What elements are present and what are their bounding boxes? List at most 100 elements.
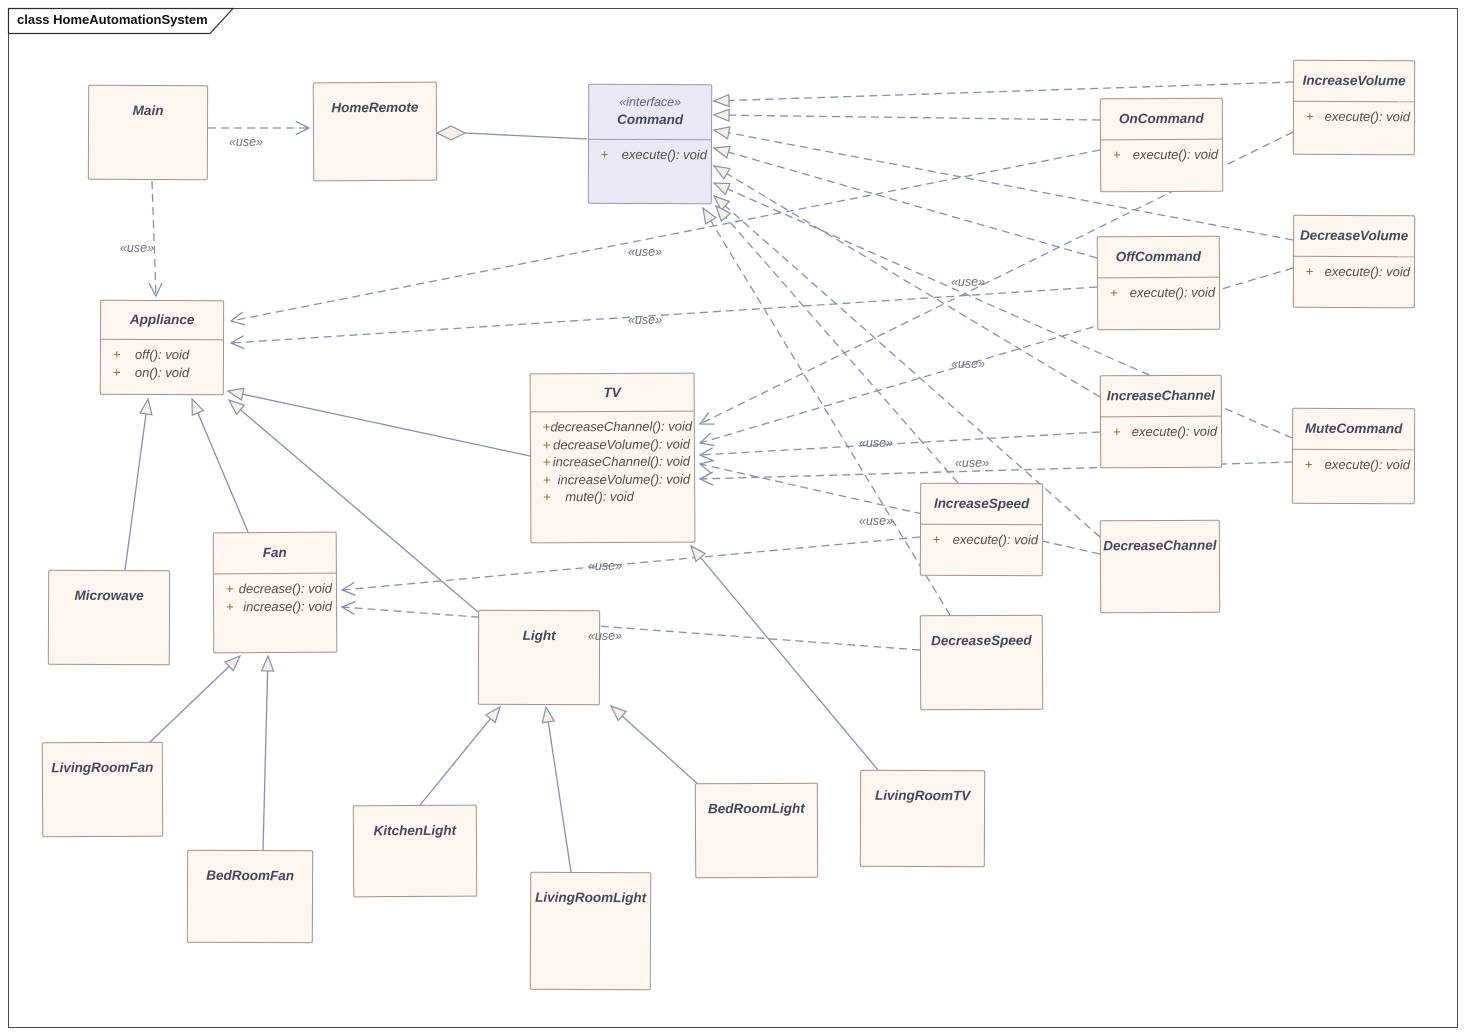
method-visibility: + <box>112 346 121 362</box>
class-light[interactable]: Light <box>477 609 601 706</box>
class-name: TV <box>603 384 621 400</box>
method-visibility: + <box>1113 147 1121 163</box>
method-visibility: + <box>543 489 551 505</box>
class-command[interactable]: «interface»Command+execute(): void <box>587 83 713 205</box>
method: + increaseVolume(): void <box>543 470 690 488</box>
class-mute-command[interactable]: MuteCommand+execute(): void <box>1291 407 1416 505</box>
method-visibility: + <box>543 471 551 487</box>
dependency-on-command-appliance-connector <box>229 149 1101 326</box>
methods-compartment: + execute(): void <box>920 523 1043 549</box>
method: +decrease(): void <box>226 580 332 598</box>
method-signature: execute(): void <box>952 531 1038 548</box>
class-header: BedRoomFan <box>188 851 312 886</box>
class-header: LivingRoomFan <box>43 743 162 778</box>
method-visibility: + <box>1305 263 1314 279</box>
generalization-microwave-appliance-connector <box>124 399 148 571</box>
realization-on-command-command-connector <box>714 115 1101 120</box>
class-name: OnCommand <box>1118 110 1204 127</box>
realization-increase-speed-command-connector <box>716 206 959 484</box>
realization-increase-channel-command-connector <box>714 166 1101 398</box>
class-bed-room-fan[interactable]: BedRoomFan <box>186 849 314 944</box>
class-name: IncreaseSpeed <box>933 496 1030 512</box>
class-header: DecreaseVolume <box>1294 216 1414 257</box>
class-header: OnCommand <box>1101 99 1222 140</box>
class-living-room-fan[interactable]: LivingRoomFan <box>41 741 164 838</box>
method: +increaseChannel(): void <box>543 453 690 471</box>
class-appliance[interactable]: Appliance +off(): void+on(): void <box>99 299 225 396</box>
method-signature: increaseVolume(): void <box>557 471 691 487</box>
aggregation-diamond-icon <box>435 125 467 141</box>
method-signature: decreaseChannel(): void <box>550 418 693 435</box>
class-living-room-tv[interactable]: LivingRoomTV <box>859 769 986 868</box>
class-name: Main <box>132 102 164 119</box>
methods-compartment: +off(): void+on(): void <box>100 338 224 382</box>
class-home-remote[interactable]: HomeRemote <box>312 81 438 182</box>
class-decrease-volume[interactable]: DecreaseVolume +execute(): void <box>1292 214 1416 309</box>
method: +on(): void <box>113 363 219 381</box>
class-fan[interactable]: Fan +decrease(): void+ increase(): void <box>212 531 338 654</box>
generalization-bed-room-light-light-connector <box>611 706 701 787</box>
frame-title-tab <box>7 7 235 35</box>
realization-decrease-speed-command-connector <box>703 208 951 616</box>
methods-compartment: +execute(): void <box>1100 138 1223 164</box>
class-name: DecreaseSpeed <box>931 632 1032 649</box>
method: +execute(): void <box>1306 108 1410 126</box>
methods-compartment: +execute(): void <box>1097 276 1220 302</box>
class-kitchen-light[interactable]: KitchenLight <box>352 804 478 898</box>
class-decrease-speed[interactable]: DecreaseSpeed <box>919 614 1044 711</box>
class-name: Microwave <box>74 587 144 604</box>
generalization-living-room-tv-tv-connector <box>691 546 879 771</box>
class-header: Fan <box>214 533 336 574</box>
class-decrease-channel[interactable]: DecreaseChannel <box>1099 519 1221 614</box>
dependency-main-appliance-connector <box>148 180 163 298</box>
dependency-increase-speed-fan-connector <box>340 536 921 596</box>
method-signature: increase(): void <box>243 598 333 614</box>
method: +execute(): void <box>1113 423 1217 441</box>
method-visibility: + <box>542 419 551 435</box>
interface-stereotype: «interface» <box>619 95 682 110</box>
methods-compartment: +execute(): void <box>1293 100 1415 126</box>
generalization-kitchen-light-light-connector <box>419 707 500 806</box>
class-living-room-light[interactable]: LivingRoomLight <box>529 871 652 991</box>
frame-border <box>8 8 1458 1028</box>
class-header: BedRoomLight <box>696 784 817 819</box>
class-header: DecreaseSpeed <box>921 616 1042 651</box>
method-visibility: + <box>932 531 941 547</box>
methods-compartment: +execute(): void <box>1293 255 1415 281</box>
method: +execute(): void <box>1113 146 1218 164</box>
class-increase-speed[interactable]: IncreaseSpeed + execute(): void <box>919 482 1044 577</box>
generalization-bed-room-fan-fan-connector <box>263 656 268 851</box>
class-name: LivingRoomFan <box>51 759 154 776</box>
method-signature: decrease(): void <box>238 580 333 597</box>
generalization-fan-appliance-connector <box>192 399 249 533</box>
method-visibility: + <box>112 364 121 380</box>
method-visibility: + <box>226 598 234 614</box>
class-header: IncreaseVolume <box>1294 61 1414 102</box>
class-header: HomeRemote <box>314 83 436 118</box>
method-signature: mute(): void <box>565 488 634 505</box>
class-header: MuteCommand <box>1293 409 1414 450</box>
method-visibility: + <box>1110 285 1118 301</box>
aggregation-home-remote-command-connector <box>464 132 588 140</box>
class-increase-volume[interactable]: IncreaseVolume +execute(): void <box>1292 59 1416 156</box>
class-header: Light <box>479 611 599 646</box>
realization-increase-volume-command-connector <box>714 81 1294 101</box>
class-bed-room-light[interactable]: BedRoomLight <box>694 782 819 879</box>
class-name: OffCommand <box>1115 248 1202 265</box>
method: + increase(): void <box>226 597 332 615</box>
class-main[interactable]: Main <box>87 84 209 181</box>
method: +execute(): void <box>1306 263 1410 281</box>
class-off-command[interactable]: OffCommand +execute(): void <box>1096 235 1221 331</box>
method-signature: execute(): void <box>621 146 707 163</box>
methods-compartment: +execute(): void <box>1292 448 1415 474</box>
class-on-command[interactable]: OnCommand +execute(): void <box>1099 97 1224 193</box>
method-signature: decreaseVolume(): void <box>553 436 690 452</box>
class-name: Appliance <box>129 312 195 328</box>
method-signature: execute(): void <box>1324 108 1410 125</box>
class-header: IncreaseSpeed <box>921 484 1042 525</box>
class-name: BedRoomFan <box>206 867 294 884</box>
class-tv[interactable]: TV+decreaseChannel(): void+decreaseVolum… <box>529 372 696 544</box>
class-increase-channel[interactable]: IncreaseChannel+execute(): void <box>1099 374 1223 469</box>
class-microwave[interactable]: Microwave <box>47 569 171 666</box>
